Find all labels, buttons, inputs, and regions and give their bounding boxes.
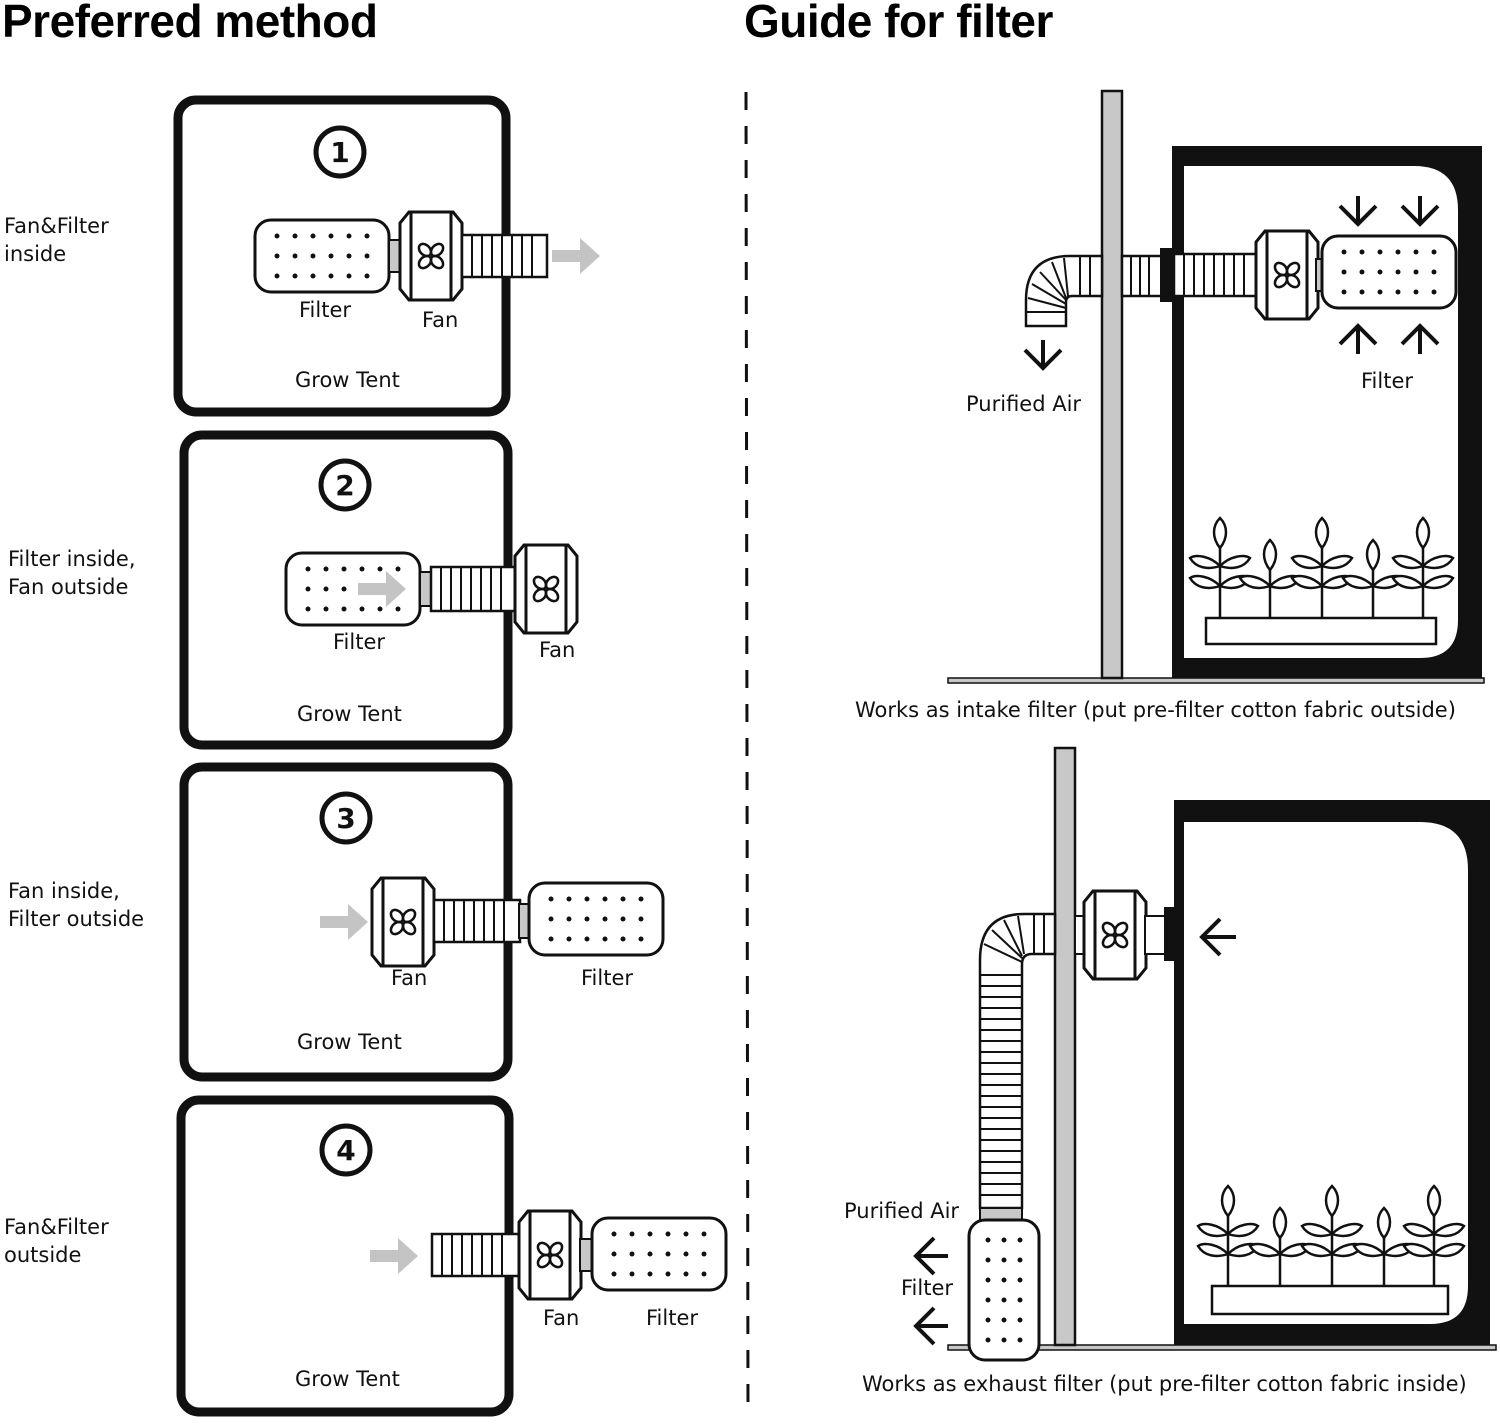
fan-icon: [517, 1209, 583, 1301]
airflow-arrow-icon: [552, 238, 600, 274]
exhaust-caption: Works as exhaust filter (put pre-filter …: [862, 1372, 1467, 1396]
air-out-arrows-icon: [913, 1236, 948, 1346]
wall-icon: [1053, 746, 1077, 1347]
fan-icon: [1254, 229, 1320, 321]
step-number-circle-4: [319, 1123, 373, 1177]
filter-label: Filter: [901, 1276, 954, 1300]
duct-icon: [430, 1232, 522, 1278]
grow-tent-label: Grow Tent: [297, 702, 402, 726]
step-number-1: 1: [330, 136, 349, 169]
filter-label: Filter: [1361, 369, 1414, 393]
floor-line: [947, 677, 1485, 684]
step-number-3: 3: [336, 802, 355, 835]
method-4-diagram: [176, 1095, 728, 1417]
duct-icon: [460, 233, 549, 279]
step-number-4: 4: [336, 1134, 355, 1167]
duct-icon: [432, 898, 522, 944]
purified-air-down-arrow-icon: [1023, 340, 1063, 371]
duct-icon: [429, 565, 518, 613]
planter-tray: [1210, 1284, 1450, 1316]
method-3-side-label: Fan inside, Filter outside: [8, 879, 145, 931]
air-in-arrows-icon: [1338, 196, 1440, 354]
fan-label: Fan: [539, 638, 576, 662]
filter-icon: [253, 218, 391, 294]
intake-caption: Works as intake filter (put pre-filter c…: [855, 698, 1456, 722]
filter-icon: [527, 881, 665, 957]
filter-icon: [590, 1216, 728, 1292]
guide-for-filter-title: Guide for filter: [744, 0, 1053, 47]
filter-icon: [1320, 234, 1458, 310]
connector-icon: [579, 1238, 593, 1272]
method-3-diagram: [179, 762, 665, 1082]
method-2-diagram: [179, 430, 579, 750]
method-1-diagram: [173, 95, 600, 417]
elbow-duct-icon: [1024, 254, 1104, 328]
intake-guide-diagram: [947, 89, 1485, 684]
fan-label: Fan: [543, 1306, 580, 1330]
exhaust-guide-diagram: [913, 746, 1497, 1362]
filter-label: Filter: [333, 630, 386, 654]
filter-icon: [967, 1218, 1041, 1362]
filter-label: Filter: [646, 1306, 699, 1330]
grow-tent-label: Grow Tent: [295, 1367, 400, 1391]
fan-icon: [513, 543, 579, 635]
purified-air-label: Purified Air: [966, 392, 1082, 416]
fan-icon: [398, 210, 464, 302]
purified-air-label: Purified Air: [844, 1199, 960, 1223]
air-in-arrow-icon: [1199, 917, 1236, 957]
method-4-side-label: Fan&Filter outside: [4, 1215, 109, 1267]
flange-icon: [1164, 907, 1176, 961]
elbow-duct-icon: [978, 912, 1057, 1223]
fan-icon: [1082, 889, 1148, 981]
wall-icon: [1100, 89, 1124, 680]
filter-label: Filter: [299, 298, 352, 322]
fan-label: Fan: [422, 308, 459, 332]
filter-label: Filter: [581, 966, 634, 990]
divider-dashed-line: [744, 91, 750, 1413]
plants-icon: [1196, 1184, 1466, 1316]
fan-label: Fan: [391, 966, 428, 990]
method-2-side-label: Filter inside, Fan outside: [8, 547, 136, 599]
duct-icon: [1120, 248, 1260, 302]
planter-tray: [1204, 616, 1438, 646]
step-number-2: 2: [335, 469, 354, 502]
step-number-circle-2: [318, 458, 372, 512]
grow-tent-label: Grow Tent: [295, 368, 400, 392]
connector-icon: [1144, 915, 1166, 955]
plants-icon: [1188, 516, 1455, 646]
step-number-circle-1: [313, 125, 367, 179]
preferred-method-title: Preferred method: [2, 0, 378, 47]
tent-outline-icon: [1172, 146, 1482, 678]
step-number-circle-3: [319, 791, 373, 845]
fan-icon: [370, 876, 436, 968]
grow-tent-label: Grow Tent: [297, 1030, 402, 1054]
method-1-side-label: Fan&Filter inside: [4, 214, 109, 266]
